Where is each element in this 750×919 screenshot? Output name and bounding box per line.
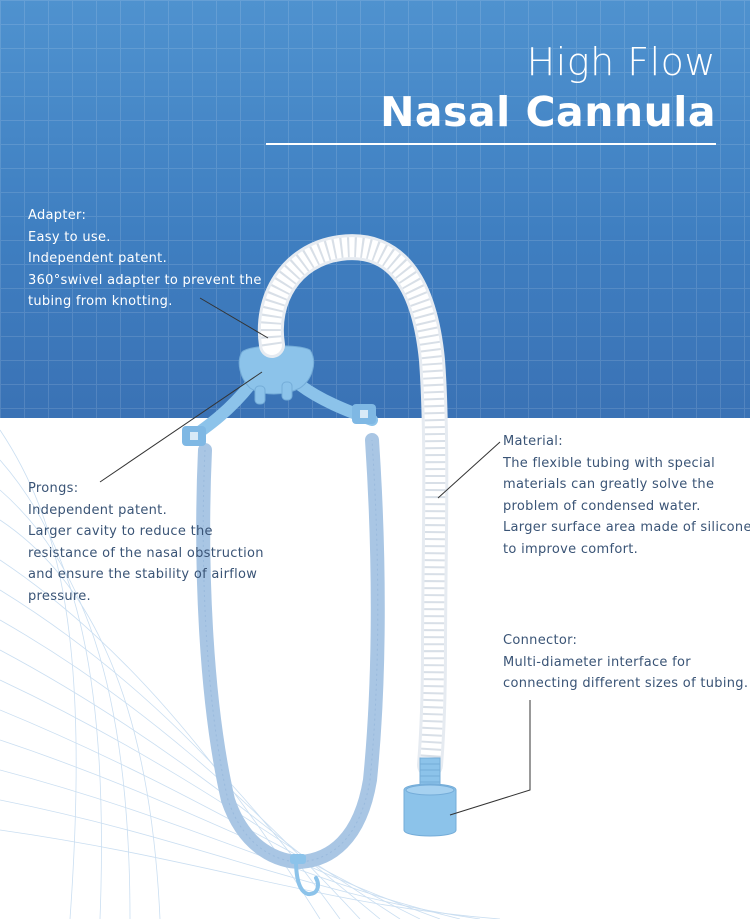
header-background <box>0 0 750 418</box>
prongs-heading: Prongs: <box>28 481 79 496</box>
material-heading: Material: <box>503 434 563 449</box>
prongs-line: resistance of the nasal obstruction <box>28 545 264 561</box>
prongs-line: Independent patent. <box>28 502 168 518</box>
material-callout: Material: The flexible tubing with speci… <box>503 431 750 560</box>
prongs-line: and ensure the stability of airflow <box>28 567 258 582</box>
prongs-callout: Prongs: Independent patent. Larger cavit… <box>28 478 264 607</box>
prongs-line: Larger cavity to reduce the <box>28 524 213 539</box>
cannula-body <box>238 345 315 395</box>
tubing-connector <box>403 783 457 837</box>
title-line-1: High Flow <box>526 40 716 84</box>
grid-pattern <box>0 0 750 418</box>
prong-right <box>281 381 293 401</box>
material-line: problem of condensed water. <box>503 498 701 514</box>
title-divider <box>266 143 716 145</box>
material-line: materials can greatly solve the <box>503 477 715 492</box>
connector-callout: Connector: Multi-diameter interface for … <box>503 630 748 695</box>
adapter-callout: Adapter: Easy to use. Independent patent… <box>28 205 262 313</box>
adapter-line: Independent patent. <box>28 251 168 266</box>
strap-hook <box>294 858 320 897</box>
adapter-line: Easy to use. <box>28 229 111 245</box>
prongs-leader-line <box>99 371 263 483</box>
connector-heading: Connector: <box>503 633 578 648</box>
adapter-heading: Adapter: <box>28 208 87 223</box>
adapter-line: tubing from knotting. <box>28 294 173 309</box>
prongs-line: pressure. <box>28 588 91 604</box>
connector-line: connecting different sizes of tubing. <box>503 676 749 691</box>
title-line-2: Nasal Cannula <box>380 88 716 136</box>
corrugated-tubing <box>257 234 449 778</box>
connector-line: Multi-diameter interface for <box>503 654 691 670</box>
material-line: Larger surface area made of silicone <box>503 520 750 535</box>
material-line: The flexible tubing with special <box>503 455 716 471</box>
adapter-leader-line <box>199 297 269 339</box>
prong-left <box>254 385 266 405</box>
adapter-line: 360°swivel adapter to prevent the <box>28 272 262 288</box>
connector-leader-line <box>449 700 531 816</box>
material-leader-line <box>437 441 501 499</box>
material-line: to improve comfort. <box>503 541 639 557</box>
